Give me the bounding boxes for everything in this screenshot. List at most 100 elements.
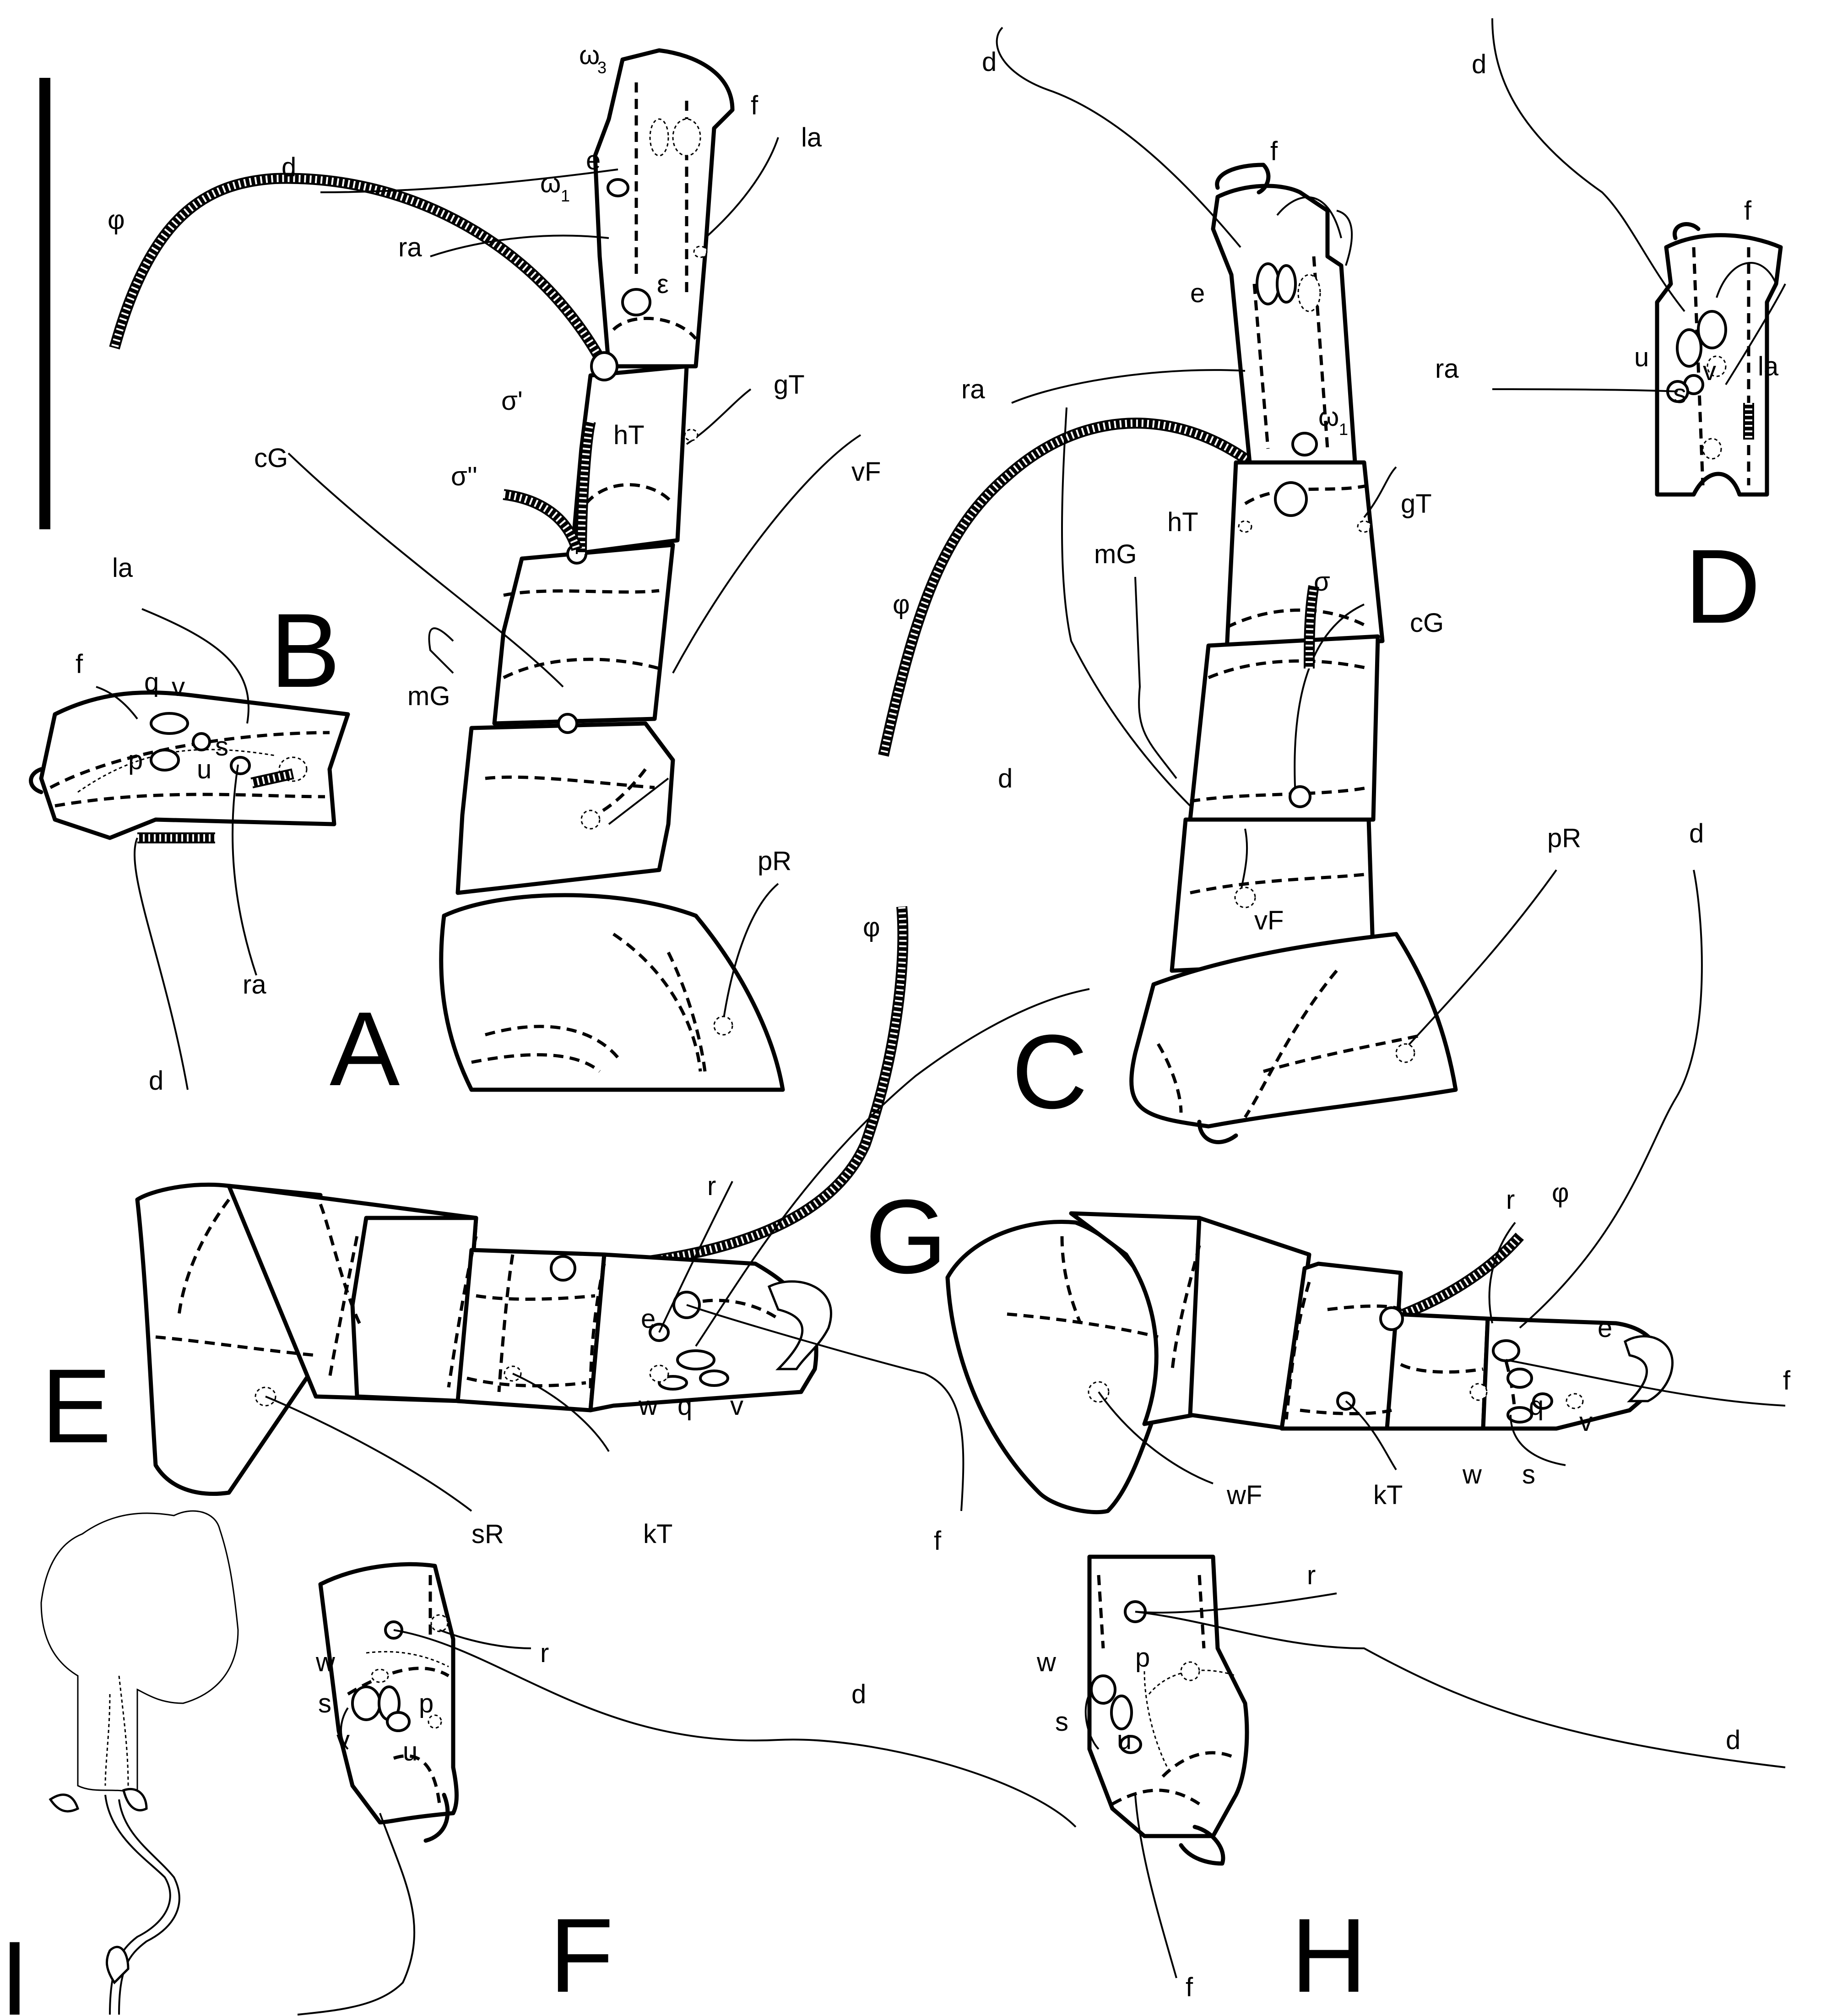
label-p: p [1135,1643,1150,1673]
label-s: s [1673,379,1686,409]
panel-a-labels: ω 3 f la e ω 1 d φ ra ε gT σ' hT σ'' vF … [108,40,881,876]
panel-label-f: F [549,1896,614,2014]
label-s: s [318,1689,331,1718]
label-kT: kT [643,1519,672,1549]
label-pR: pR [1547,823,1581,853]
label-q: q [144,668,159,697]
label-cG: cG [254,443,288,473]
label-omega3: ω [579,40,600,70]
label-s: s [1522,1460,1535,1489]
label-d: d [149,1066,163,1096]
label-e: e [641,1304,656,1334]
label-ra: ra [243,970,266,1000]
label-mG: mG [407,681,450,711]
label-omega1: ω [540,168,561,198]
panel-f-labels: w s v u p r d [315,1638,866,1766]
label-d: d [998,764,1013,793]
panel-a-leg [109,48,862,1092]
label-d: d [1726,1725,1740,1755]
label-sR: sR [471,1519,504,1549]
label-sigma: σ [1314,567,1330,597]
label-v: v [172,672,185,702]
label-r: r [540,1638,549,1668]
label-omega1-sub: 1 [1339,420,1348,439]
panel-label-i: I [0,1919,29,2016]
label-cG: cG [1410,608,1444,638]
label-q: q [1529,1391,1544,1421]
label-la: la [112,553,133,583]
panel-d-labels: d f ra u s v la [1435,49,1779,409]
label-gT: gT [774,370,805,400]
label-omega1: ω [1318,402,1339,432]
label-f: f [934,1526,942,1556]
label-v: v [730,1391,743,1421]
panel-h-tarsus [1084,1554,1786,1978]
label-w: w [638,1391,658,1421]
label-wF: wF [1226,1480,1262,1510]
label-gT: gT [1401,489,1432,519]
panel-c-leg [878,27,1557,1144]
panel-c-labels: d f e ra ω 1 gT hT mG φ σ cG vF pR [893,47,1581,935]
panel-f-tarsus [297,1562,1077,2016]
label-w: w [315,1647,336,1677]
panel-b-tarsus [29,608,350,1090]
label-f: f [751,91,759,120]
label-r: r [1307,1560,1316,1590]
panel-label-h: H [1291,1896,1367,2014]
label-f: f [1783,1366,1791,1396]
label-omega1-sub: 1 [561,186,570,205]
label-sigma2: σ'' [451,462,477,491]
label-vF: vF [851,457,881,487]
panel-b-labels: la f q v s p u ra d [76,553,266,1096]
label-f: f [1186,1973,1193,2002]
panel-i-structure [40,1510,239,2015]
label-omega3-sub: 3 [597,58,607,77]
panel-h-labels: r w p s u d f [1036,1560,1740,2002]
panel-label-d: D [1685,527,1761,645]
label-s: s [215,732,228,761]
label-w: w [1462,1460,1482,1489]
label-ra: ra [961,375,985,404]
label-r: r [1506,1185,1515,1215]
label-phi: φ [108,205,125,235]
label-hT: hT [613,420,645,450]
label-v: v [1703,356,1716,386]
panel-label-a: A [330,990,400,1108]
label-e: e [586,146,601,175]
label-u: u [403,1737,417,1766]
panel-g-leg [945,869,1786,1515]
label-vF: vF [1254,906,1284,935]
panel-label-g: G [865,1178,947,1295]
label-sigma1: σ' [501,386,523,416]
label-d: d [282,152,296,182]
label-u: u [1117,1725,1132,1755]
label-pR: pR [758,846,791,876]
label-d: d [851,1679,866,1709]
label-epsilon: ε [657,269,669,299]
panel-e-leg [135,906,1090,1512]
panel-g-labels: r φ d e f q v w s kT wF [1226,819,1791,1510]
label-d: d [982,47,997,77]
label-la: la [801,123,822,152]
panel-label-b: B [270,592,340,709]
label-f: f [1744,196,1752,226]
label-e: e [1598,1313,1612,1343]
label-f: f [76,649,83,679]
label-r: r [707,1171,716,1201]
label-phi: φ [893,590,910,619]
label-e: e [1190,278,1205,308]
label-v: v [336,1725,350,1755]
label-phi: φ [1552,1178,1569,1208]
label-ra: ra [1435,354,1459,384]
label-hT: hT [1167,507,1198,537]
label-la: la [1758,352,1779,381]
label-v: v [1579,1407,1593,1437]
label-p: p [128,745,143,775]
label-kT: kT [1373,1480,1403,1510]
label-d: d [1472,49,1486,79]
scale-bar [39,78,50,529]
label-f: f [1270,136,1278,166]
label-s: s [1055,1707,1068,1737]
label-w: w [1036,1647,1057,1677]
label-p: p [419,1689,433,1718]
